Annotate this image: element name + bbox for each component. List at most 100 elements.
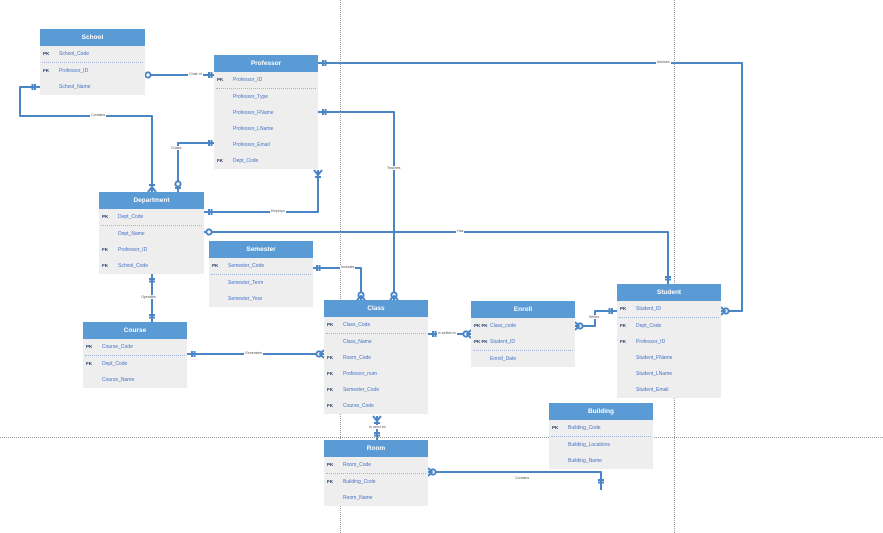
attribute-name: Room_Code bbox=[343, 462, 372, 468]
attribute-name: Dept_Code bbox=[233, 158, 259, 164]
rel-label-course-class: Generates bbox=[244, 351, 263, 355]
rel-label-professor-department: Chairs bbox=[170, 146, 183, 150]
key-separator bbox=[211, 274, 311, 275]
attribute-name: Dept_Name bbox=[118, 231, 145, 237]
attribute-row[interactable]: Course_Name bbox=[83, 372, 187, 388]
key-icon: FK bbox=[217, 158, 223, 163]
key-icon: FK bbox=[102, 263, 108, 268]
key-separator bbox=[42, 62, 143, 63]
attribute-name: Semester_Year bbox=[228, 296, 263, 302]
attribute-row[interactable]: Dept_Name bbox=[99, 226, 204, 242]
attribute-row[interactable]: Building_Locations bbox=[549, 437, 653, 453]
rel-label-department-course: Operates bbox=[140, 295, 157, 299]
attribute-row[interactable]: Student_Email bbox=[617, 382, 721, 398]
entity-title: Student bbox=[617, 284, 721, 301]
attribute-name: Course_Code bbox=[343, 403, 374, 409]
attribute-row[interactable]: PK School_Code bbox=[40, 46, 145, 62]
rel-label-school-professor: Chair of bbox=[188, 72, 203, 76]
key-icon: FK bbox=[327, 403, 333, 408]
attribute-name: School_Code bbox=[59, 51, 90, 57]
key-icon: PK bbox=[327, 462, 334, 467]
key-icon: PK bbox=[86, 344, 93, 349]
attribute-row[interactable]: Semester_Year bbox=[209, 291, 313, 307]
attribute-row[interactable]: Student_FName bbox=[617, 350, 721, 366]
attribute-name: Professor_ID bbox=[233, 77, 263, 83]
entity-title: Room bbox=[324, 440, 428, 457]
attribute-name: Building_Locations bbox=[568, 442, 610, 448]
rel-label-room-building: Contains bbox=[514, 476, 531, 480]
attribute-name: Student_Email bbox=[636, 387, 669, 393]
attribute-row[interactable]: Class_Name bbox=[324, 334, 428, 350]
key-icon: PK bbox=[620, 306, 627, 311]
attribute-name: Professor_FName bbox=[233, 110, 274, 116]
key-separator bbox=[216, 88, 316, 89]
attribute-row[interactable]: FK Dept_Code bbox=[83, 356, 187, 372]
attribute-row[interactable]: Professor_Email bbox=[214, 137, 318, 153]
attribute-row[interactable]: Room_Name bbox=[324, 490, 428, 506]
page-break-horizontal bbox=[0, 437, 883, 438]
page-break-vertical-2 bbox=[674, 0, 675, 533]
attribute-row[interactable]: Building_Name bbox=[549, 453, 653, 469]
key-separator bbox=[326, 473, 426, 474]
rel-label-class-enroll: Is written in bbox=[437, 331, 458, 335]
attribute-name: Professor_Email bbox=[233, 142, 270, 148]
key-icon: FK bbox=[327, 387, 333, 392]
attribute-row[interactable]: Professor_FName bbox=[214, 105, 318, 121]
attribute-row[interactable]: FK Dept_Code bbox=[214, 153, 318, 169]
rel-label-department-student: Has bbox=[456, 229, 465, 233]
entity-title: Department bbox=[99, 192, 204, 209]
key-icon: FK bbox=[327, 479, 333, 484]
attribute-row[interactable]: FK Course_Code bbox=[324, 398, 428, 414]
key-icon: FK bbox=[327, 371, 333, 376]
attribute-row[interactable]: Semester_Term bbox=[209, 275, 313, 291]
attribute-row[interactable]: School_Name bbox=[40, 79, 145, 95]
attribute-name: Professor_Type bbox=[233, 94, 269, 100]
rel-label-department-professor: Employs bbox=[270, 209, 286, 213]
attribute-row[interactable]: PK Room_Code bbox=[324, 457, 428, 473]
attribute-row[interactable]: Enroll_Date bbox=[471, 351, 575, 367]
entity-title: Class bbox=[324, 300, 428, 317]
connector-professor-student bbox=[318, 62, 743, 312]
key-icon: FK bbox=[86, 361, 92, 366]
key-icon: PK bbox=[43, 51, 50, 56]
entity-title: School bbox=[40, 29, 145, 46]
key-icon: PK bbox=[212, 263, 219, 268]
attribute-name: Dept_Code bbox=[102, 361, 128, 367]
attribute-name: Course_Name bbox=[102, 377, 135, 383]
attribute-row[interactable]: Professor_LName bbox=[214, 121, 318, 137]
connector-semester-class bbox=[313, 267, 362, 300]
attribute-row[interactable]: Professor_Type bbox=[214, 89, 318, 105]
connector-professor-department bbox=[177, 142, 214, 192]
key-icon: FK bbox=[43, 68, 49, 73]
attribute-row[interactable]: Student_LName bbox=[617, 366, 721, 382]
attribute-name: Student_LName bbox=[636, 371, 673, 377]
